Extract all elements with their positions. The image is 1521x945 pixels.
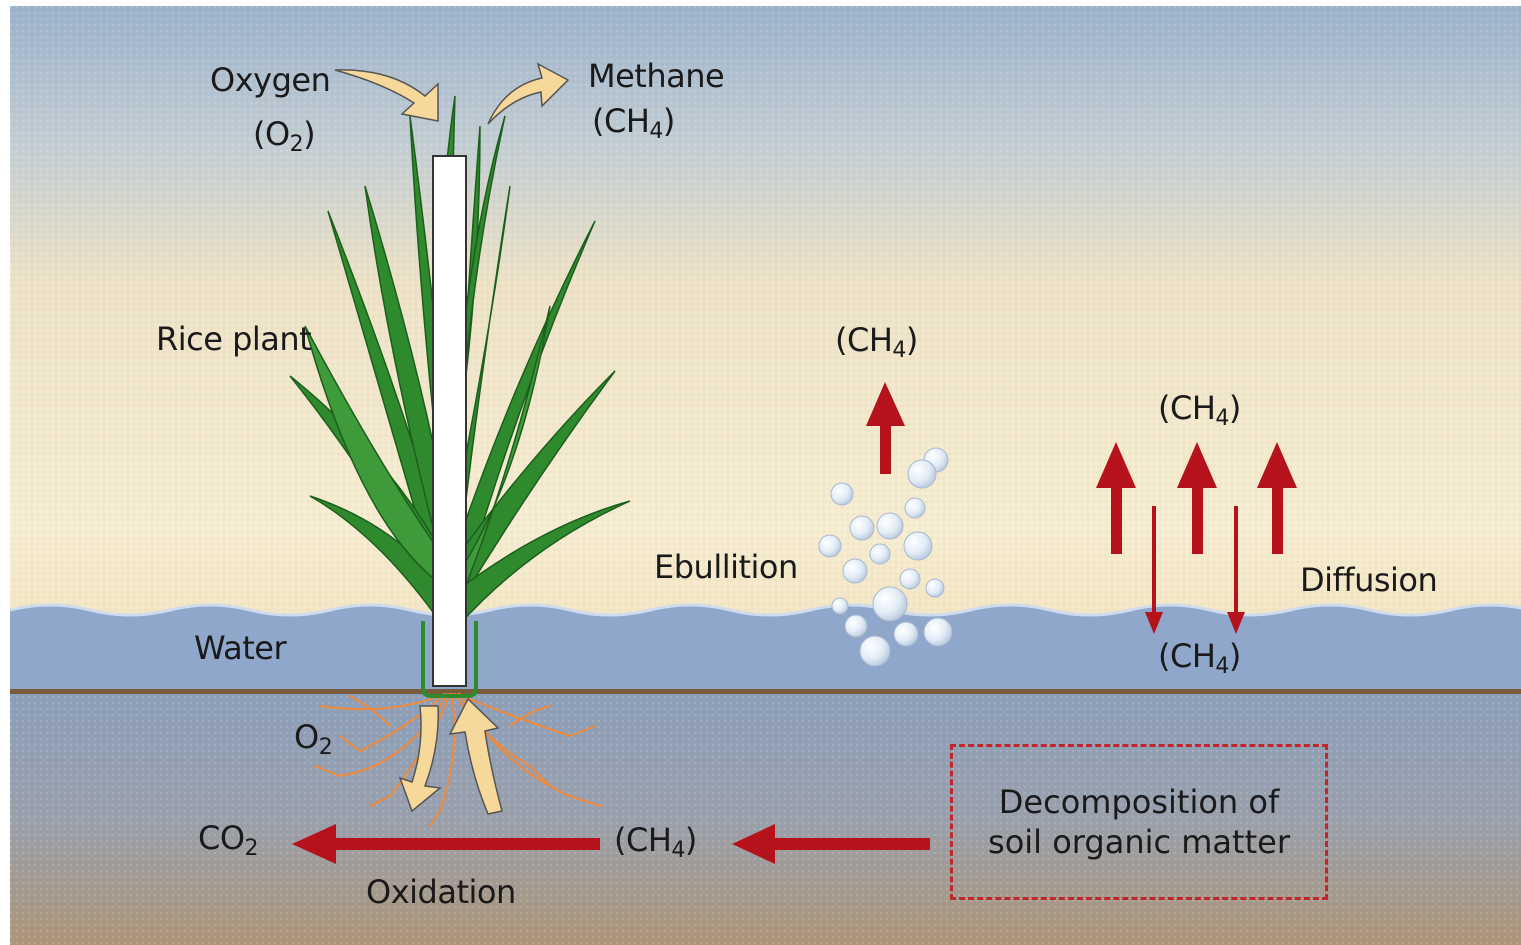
label-diffusion-formula-bottom: (CH4) — [1158, 637, 1241, 679]
ebullition-arrow — [866, 382, 905, 474]
label-co2: CO2 — [198, 819, 259, 861]
oxygen-in-arrow — [334, 69, 439, 122]
label-water: Water — [194, 629, 287, 667]
root-methane-arrow — [448, 697, 503, 815]
methane-out-arrow — [487, 62, 570, 125]
water-layer — [10, 605, 1521, 692]
label-ebullition-formula: (CH4) — [835, 321, 918, 363]
label-root-oxygen: O2 — [294, 718, 333, 760]
label-methane-formula: (CH4) — [592, 102, 675, 144]
label-diffusion-formula-top: (CH4) — [1158, 389, 1241, 431]
soil-methane-arrow — [732, 824, 930, 864]
decomposition-line1: Decomposition of — [998, 783, 1280, 821]
diffusion-down-arrows — [1145, 506, 1245, 634]
label-rice-plant: Rice plant — [156, 320, 312, 358]
decomposition-box: Decomposition of soil organic matter — [950, 744, 1328, 900]
label-oxidation: Oxidation — [366, 873, 516, 911]
diagram-scene: Oxygen (O2) Methane (CH4) Rice plant (CH… — [10, 6, 1521, 945]
oxidation-arrow — [292, 824, 600, 864]
label-methane: Methane — [588, 57, 725, 95]
soil-surface-line — [10, 689, 1521, 694]
label-oxygen-formula: (O2) — [253, 115, 316, 157]
root-oxygen-arrow — [398, 705, 442, 813]
diagram-background — [10, 6, 1521, 945]
diffusion-up-arrows — [1096, 442, 1297, 554]
stem-aerenchyma — [432, 155, 467, 687]
decomposition-line2: soil organic matter — [988, 823, 1290, 861]
label-ebullition: Ebullition — [654, 548, 798, 586]
label-oxygen: Oxygen — [210, 61, 331, 99]
label-diffusion: Diffusion — [1300, 561, 1438, 599]
ebullition-bubbles — [818, 447, 953, 667]
label-soil-methane: (CH4) — [614, 821, 697, 863]
